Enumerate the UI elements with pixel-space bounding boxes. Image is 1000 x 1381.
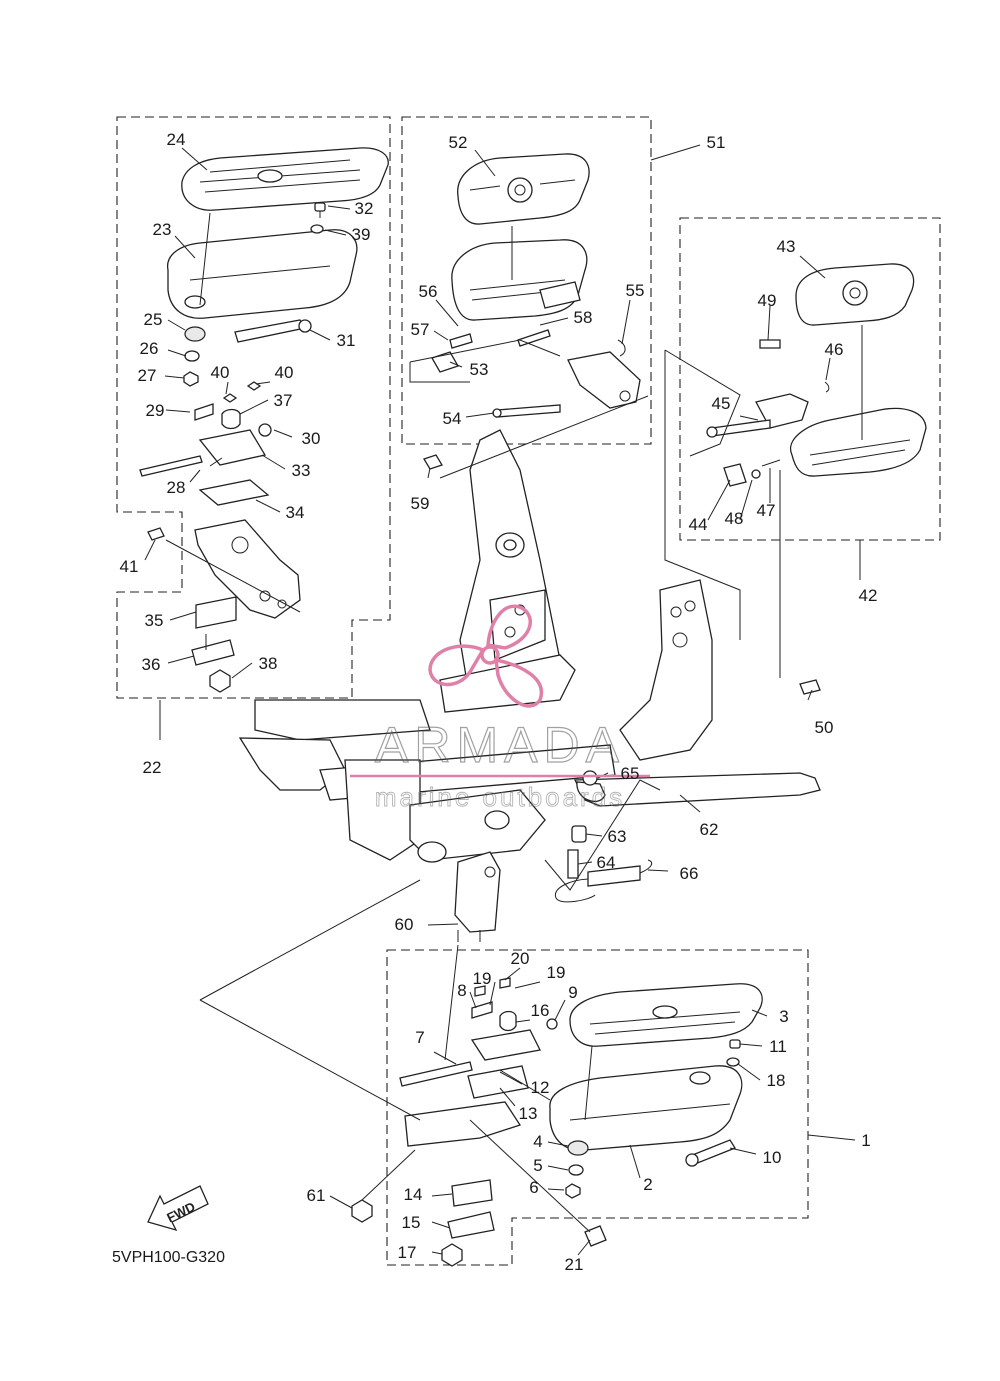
part-label-48: 48 — [725, 509, 744, 528]
part-label-36: 36 — [142, 655, 161, 674]
part-label-39: 39 — [352, 225, 371, 244]
part-label-64: 64 — [597, 853, 616, 872]
part-label-49: 49 — [758, 291, 777, 310]
footboard-base-23 — [167, 212, 358, 319]
part-label-55: 55 — [626, 281, 645, 300]
part-label-23: 23 — [153, 220, 172, 239]
leader-lines — [144, 144, 861, 1256]
part-label-17: 17 — [398, 1243, 417, 1262]
watermark-logo — [428, 604, 544, 708]
part-label-43: 43 — [777, 237, 796, 256]
part-label-13: 13 — [519, 1104, 538, 1123]
part-label-34: 34 — [286, 503, 305, 522]
part-label-5: 5 — [533, 1156, 542, 1175]
part-label-38: 38 — [259, 654, 278, 673]
part-label-29: 29 — [146, 401, 165, 420]
part-label-6: 6 — [529, 1178, 538, 1197]
part-label-18: 18 — [767, 1071, 786, 1090]
part-label-11: 11 — [769, 1037, 787, 1056]
part-label-47: 47 — [757, 501, 776, 520]
part-label-65: 65 — [621, 764, 640, 783]
part-label-57: 57 — [411, 320, 430, 339]
part-label-26: 26 — [140, 339, 159, 358]
part-label-40b: 40 — [275, 363, 294, 382]
part-label-60: 60 — [395, 915, 414, 934]
part-label-46: 46 — [825, 340, 844, 359]
part-label-45: 45 — [712, 394, 731, 413]
part-label-61: 61 — [307, 1186, 326, 1205]
part-label-15: 15 — [402, 1213, 421, 1232]
footboard-52 — [423, 153, 641, 470]
footboard-3 — [351, 977, 763, 1267]
group-box-22 — [116, 116, 391, 699]
footboard-43 — [706, 263, 927, 695]
part-label-32: 32 — [355, 199, 374, 218]
part-label-56: 56 — [419, 282, 438, 301]
part-label-1: 1 — [861, 1131, 870, 1150]
part-label-66: 66 — [680, 864, 699, 883]
part-label-28: 28 — [167, 478, 186, 497]
part-label-41: 41 — [120, 557, 139, 576]
part-label-10: 10 — [763, 1148, 782, 1167]
frame-assembly — [238, 429, 821, 942]
part-label-21: 21 — [565, 1255, 584, 1274]
part-label-54: 54 — [443, 409, 462, 428]
part-labels: 1 2 3 4 5 6 7 8 9 10 11 12 13 14 15 16 1… — [120, 130, 878, 1274]
part-label-2: 2 — [643, 1175, 652, 1194]
watermark-brand: ARMADA — [375, 717, 625, 773]
part-label-53: 53 — [470, 360, 489, 379]
part-label-14: 14 — [404, 1185, 423, 1204]
part-label-16: 16 — [531, 1001, 550, 1020]
part-label-19b: 19 — [547, 963, 566, 982]
part-label-58: 58 — [574, 308, 593, 327]
part-label-25: 25 — [144, 310, 163, 329]
diagram-code: 5VPH100-G320 — [112, 1249, 225, 1266]
part-label-40a: 40 — [211, 363, 230, 382]
part-label-50: 50 — [815, 718, 834, 737]
part-label-3: 3 — [779, 1007, 788, 1026]
part-label-37: 37 — [274, 391, 293, 410]
part-label-42: 42 — [859, 586, 878, 605]
part-label-4: 4 — [533, 1132, 542, 1151]
footboard-24 — [181, 147, 389, 211]
part-label-52: 52 — [449, 133, 468, 152]
part-label-24: 24 — [167, 130, 186, 149]
watermark: ARMADA marine outboards — [350, 604, 650, 812]
part-label-31: 31 — [337, 331, 356, 350]
part-label-8: 8 — [457, 981, 466, 1000]
part-label-63: 63 — [608, 827, 627, 846]
small-parts-left — [139, 202, 326, 693]
part-label-62: 62 — [700, 820, 719, 839]
fwd-arrow: FWD — [147, 1185, 209, 1232]
part-label-27: 27 — [138, 366, 157, 385]
group-box-51 — [401, 116, 652, 445]
part-label-30: 30 — [302, 429, 321, 448]
part-label-9: 9 — [568, 983, 577, 1002]
part-label-44: 44 — [689, 515, 708, 534]
part-label-12: 12 — [531, 1078, 550, 1097]
group-box-42 — [679, 217, 941, 541]
group-box-1 — [386, 949, 809, 1266]
part-label-7: 7 — [415, 1028, 424, 1047]
part-label-59: 59 — [411, 494, 430, 513]
part-label-35: 35 — [145, 611, 164, 630]
part-label-33: 33 — [292, 461, 311, 480]
part-label-19a: 19 — [473, 969, 492, 988]
part-label-20: 20 — [511, 949, 530, 968]
part-label-51: 51 — [707, 133, 726, 152]
watermark-tagline: marine outboards — [375, 782, 625, 812]
part-label-22: 22 — [143, 758, 162, 777]
